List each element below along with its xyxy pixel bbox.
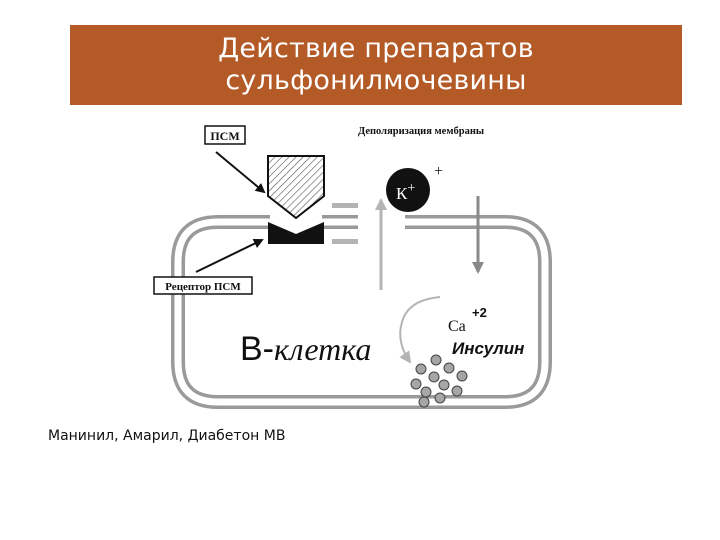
psm-molecule-shape <box>267 155 325 220</box>
b-cell-word: клетка <box>274 331 371 367</box>
drug-examples-footnote: Манинил, Амарил, Диабетон МВ <box>48 428 286 444</box>
psm-pointer-arrow <box>215 151 266 194</box>
k-channel-bar-top <box>332 203 358 208</box>
cell-membrane <box>171 215 552 409</box>
insulin-release-arrow <box>399 296 441 364</box>
insulin-granule <box>443 362 455 374</box>
psm-label-box <box>204 125 246 145</box>
psm-label: ПСМ <box>210 129 239 143</box>
insulin-granule <box>434 392 446 404</box>
insulin-granule <box>430 354 442 366</box>
insulin-granule <box>410 378 422 390</box>
insulin-granule <box>428 371 440 383</box>
k-ion-circle <box>386 168 430 212</box>
insulin-granule <box>456 370 468 382</box>
k-channel-bar-bottom <box>332 239 358 244</box>
k-ion-symbol: К <box>396 184 408 203</box>
insulin-granule <box>415 363 427 375</box>
slide-title-line-1: Действие препаратов <box>218 33 534 64</box>
ca-ion-label: Са <box>448 318 466 335</box>
ca-ion-charge: +2 <box>472 305 487 320</box>
psm-receptor-shape <box>268 222 324 244</box>
insulin-label: Инсулин <box>452 339 524 358</box>
receptor-label-box <box>153 276 253 295</box>
insulin-granule <box>418 396 430 408</box>
k-ion-label: К+ <box>396 181 415 203</box>
membrane-plus-sign: + <box>434 163 443 180</box>
insulin-granule <box>420 386 432 398</box>
b-cell-letter: В- <box>240 330 274 368</box>
slide-title-line-2: сульфонилмочевины <box>225 65 527 96</box>
insulin-granule <box>438 379 450 391</box>
slide-title-bar: Действие препаратов сульфонилмочевины <box>70 25 682 105</box>
receptor-label: Рецептор ПСМ <box>165 281 241 293</box>
b-cell-label: В-клетка <box>240 330 371 368</box>
depolarization-label: Деполяризация мембраны <box>358 126 484 137</box>
k-ion-charge: + <box>407 181 415 196</box>
insulin-granule <box>451 385 463 397</box>
insulin-granules <box>410 354 468 408</box>
receptor-pointer-arrow <box>195 238 264 273</box>
